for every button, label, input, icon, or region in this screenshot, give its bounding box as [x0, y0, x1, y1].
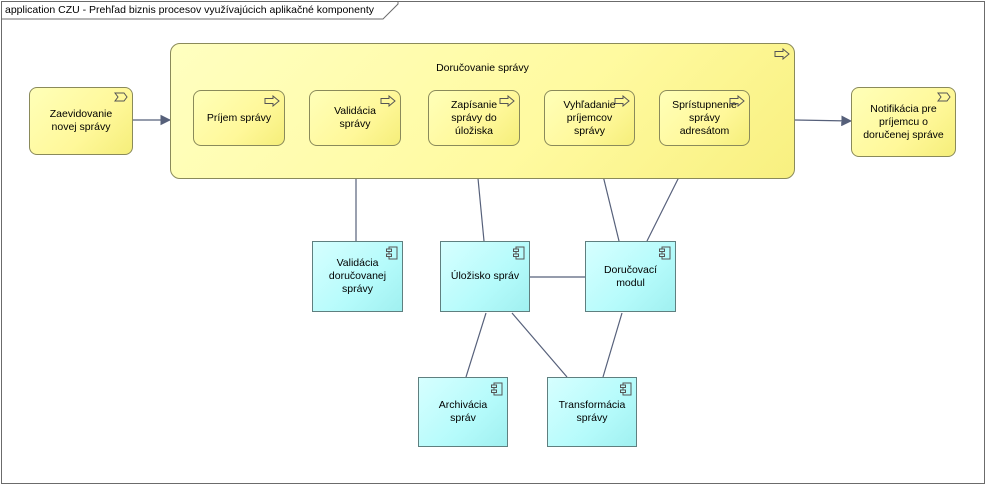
component-message-archiving[interactable]: Archivácia správ [418, 377, 508, 447]
component-icon [513, 246, 525, 260]
process-arrow-icon [614, 95, 630, 107]
edge-storage-archive [465, 312, 487, 378]
component-label: Transformácia správy [558, 399, 626, 424]
process-arrow-icon [264, 95, 280, 107]
component-icon [620, 382, 632, 396]
process-arrow-icon [499, 95, 515, 107]
event-new-message-label: Zaevidovanie novej správy [49, 108, 113, 133]
component-label: Validácia doručovanej správy [328, 257, 387, 295]
component-message-storage[interactable]: Úložisko správ [440, 241, 530, 312]
edge-delivery-mod-transform [602, 312, 623, 378]
component-delivery-module[interactable]: Doručovací modul [585, 241, 676, 312]
event-recipient-notification[interactable]: Notifikácia pre príjemcu o doručenej spr… [851, 87, 956, 157]
process-receive-message[interactable]: Príjem správy [193, 90, 285, 146]
event-recipient-notification-label: Notifikácia pre príjemcu o doručenej spr… [863, 102, 944, 141]
component-message-transformation[interactable]: Transformácia správy [547, 377, 637, 447]
process-deliver-to-recipients[interactable]: Sprístupnenie správy adresátom [659, 90, 750, 146]
process-label: Príjem správy [206, 111, 272, 124]
diagram-title: application CZU - Prehľad biznis proceso… [5, 4, 374, 16]
frame-tab-border [1, 1, 399, 20]
process-label: Validácia správy [334, 105, 376, 130]
process-arrow-icon [380, 95, 396, 107]
component-message-validation[interactable]: Validácia doručovanej správy [312, 241, 403, 312]
process-label: Zapísanie správy do úložiska [450, 98, 498, 137]
process-arrow-icon [729, 95, 745, 107]
component-icon [659, 246, 671, 260]
process-delivery-label: Doručovanie správy [436, 62, 529, 74]
edge-delivery-to-notification [794, 115, 853, 127]
component-label: Archivácia správ [438, 399, 488, 424]
process-validate-message[interactable]: Validácia správy [309, 90, 401, 146]
component-icon [386, 246, 398, 260]
process-store-message[interactable]: Zapísanie správy do úložiska [428, 90, 520, 146]
process-label: Vyhľadanie príjemcov správy [563, 98, 616, 137]
component-icon [491, 382, 503, 396]
process-find-recipients[interactable]: Vyhľadanie príjemcov správy [544, 90, 635, 146]
component-label: Doručovací modul [603, 263, 658, 289]
component-label: Úložisko správ [450, 270, 520, 282]
process-label: Sprístupnenie správy adresátom [672, 98, 737, 137]
event-icon [114, 92, 128, 102]
edge-storage-transform [511, 312, 568, 378]
event-new-message[interactable]: Zaevidovanie novej správy [29, 87, 133, 155]
event-icon [937, 92, 951, 102]
process-arrow-icon [774, 48, 790, 60]
